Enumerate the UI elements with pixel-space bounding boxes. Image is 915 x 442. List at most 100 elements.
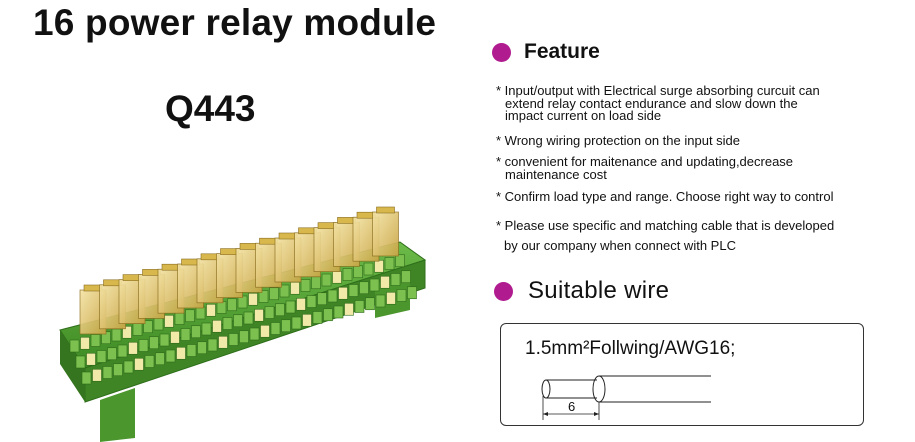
terminal-block xyxy=(390,273,401,286)
terminal-block xyxy=(332,270,342,284)
terminal-block xyxy=(159,333,170,347)
terminal-block xyxy=(107,347,117,361)
feature-item-line: extend relay contact endurance and slow … xyxy=(505,95,798,111)
feature-heading: Feature xyxy=(524,40,600,63)
terminal-block xyxy=(359,281,369,295)
terminal-block xyxy=(311,276,321,290)
terminal-block xyxy=(153,317,164,331)
terminal-block xyxy=(254,308,264,322)
terminal-block xyxy=(344,302,354,316)
feature-bullet-icon xyxy=(492,43,511,62)
terminal-block xyxy=(123,360,134,374)
terminal-block xyxy=(128,341,138,355)
terminal-block xyxy=(233,314,243,328)
terminal-block xyxy=(102,366,113,379)
terminal-block xyxy=(279,284,290,298)
terminal-block xyxy=(180,328,191,341)
terminal-block xyxy=(86,352,96,366)
feature-item: * convenient for maitenance and updating… xyxy=(496,154,794,182)
terminal-block xyxy=(312,311,323,324)
terminal-block xyxy=(155,352,165,366)
terminal-block xyxy=(228,333,239,346)
terminal-block xyxy=(296,297,306,311)
terminal-block xyxy=(144,355,155,368)
terminal-block xyxy=(281,319,291,333)
terminal-block xyxy=(365,297,375,311)
wire-heading: Suitable wire xyxy=(528,277,670,304)
relay-module-image: (function(){ var ns="http://www.w3.org/2… xyxy=(59,206,427,442)
terminal-block xyxy=(258,290,269,303)
terminal-block xyxy=(264,306,275,319)
terminal-block xyxy=(386,291,396,305)
terminal-block xyxy=(96,350,107,363)
terminal-block xyxy=(113,363,123,377)
terminal-block xyxy=(260,324,270,338)
terminal-block xyxy=(212,319,222,333)
terminal-block xyxy=(275,303,285,317)
terminal-block xyxy=(92,368,102,382)
stripped-wire-diagram: 6 xyxy=(541,375,711,420)
feature-item: * Please use specific and matching cable… xyxy=(496,216,834,256)
feature-item-line: * Input/output with Electrical surge abs… xyxy=(496,83,820,98)
terminal-block xyxy=(342,268,353,281)
terminal-block xyxy=(138,339,149,352)
feature-item-line: impact current on load side xyxy=(505,108,662,123)
terminal-block xyxy=(218,335,228,349)
terminal-block xyxy=(176,346,186,360)
wire-spec-box: 1.5mm²Follwing/AWG16; 6 xyxy=(500,323,864,426)
terminal-block xyxy=(269,287,279,301)
terminal-block xyxy=(395,254,405,268)
feature-item-line: * Wrong wiring protection on the input s… xyxy=(496,133,741,148)
terminal-block xyxy=(380,275,390,289)
feature-item-line: * Confirm load type and range. Choose ri… xyxy=(496,189,834,204)
terminal-block xyxy=(291,316,302,330)
feature-item-line: * convenient for maitenance and updating… xyxy=(496,154,794,169)
terminal-block xyxy=(201,322,212,336)
terminal-block xyxy=(302,313,312,327)
terminal-block xyxy=(369,278,380,292)
terminal-block xyxy=(384,257,395,270)
terminal-block xyxy=(374,259,384,273)
terminal-block xyxy=(90,334,101,347)
terminal-block xyxy=(185,309,195,323)
feature-item: * Confirm load type and range. Choose ri… xyxy=(496,189,834,204)
terminal-block xyxy=(317,292,327,306)
terminal-block xyxy=(270,322,281,335)
wire-bullet-icon xyxy=(494,282,513,301)
terminal-block xyxy=(375,294,386,308)
terminal-block xyxy=(69,339,80,353)
terminal-block xyxy=(186,344,197,357)
terminal-block xyxy=(206,303,216,317)
terminal-block xyxy=(401,270,411,284)
feature-item: * Input/output with Electrical surge abs… xyxy=(496,83,820,123)
terminal-block xyxy=(134,357,144,371)
terminal-block xyxy=(285,300,296,314)
terminal-block xyxy=(75,355,86,369)
terminal-block xyxy=(216,301,227,314)
terminal-block xyxy=(117,344,128,358)
terminal-block xyxy=(300,279,311,292)
terminal-block xyxy=(197,341,207,355)
terminal-block xyxy=(207,338,218,352)
terminal-block xyxy=(323,308,333,322)
terminal-block xyxy=(111,328,122,342)
terminal-block xyxy=(81,371,92,385)
feature-item: * Wrong wiring protection on the input s… xyxy=(496,133,741,148)
terminal-block xyxy=(396,289,407,302)
terminal-block xyxy=(243,311,254,325)
model-number: Q443 xyxy=(165,88,256,129)
terminal-block xyxy=(149,336,159,350)
terminal-block xyxy=(165,349,176,363)
terminal-block xyxy=(348,284,359,297)
relay-top xyxy=(376,206,395,214)
terminal-block xyxy=(249,327,260,341)
terminal-block xyxy=(248,292,258,306)
terminal-block xyxy=(170,330,180,344)
feature-item-line: by our company when connect with PLC xyxy=(504,238,736,253)
feature-item-line: maintenance cost xyxy=(505,166,607,182)
terminal-block xyxy=(164,314,174,328)
terminal-block xyxy=(338,286,348,300)
page-title: 16 power relay module xyxy=(33,2,437,43)
terminal-block xyxy=(354,300,365,313)
terminal-block xyxy=(239,330,249,344)
